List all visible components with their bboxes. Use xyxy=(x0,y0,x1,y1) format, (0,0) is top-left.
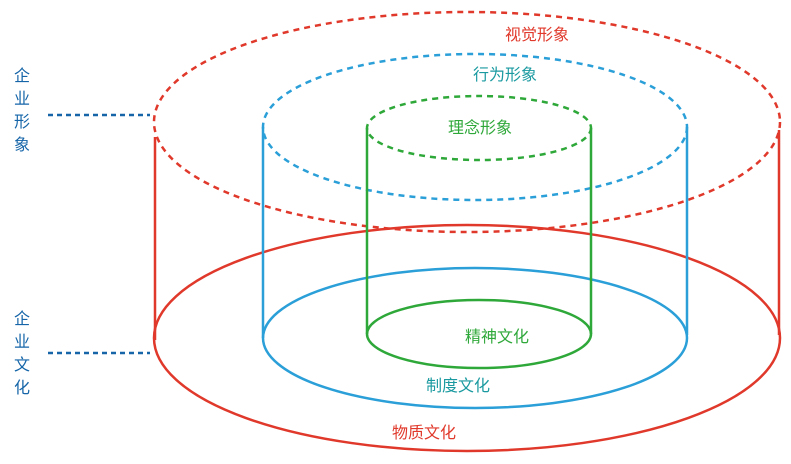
side-char: 化 xyxy=(14,378,30,397)
side-char: 业 xyxy=(14,89,30,108)
corporate-image-side-label: 企 业 形 象 xyxy=(14,66,30,154)
material-culture-label: 物质文化 xyxy=(392,423,456,442)
side-char: 企 xyxy=(14,66,30,85)
middle-cylinder xyxy=(261,52,689,410)
corporate-culture-side-label: 企 业 文 化 xyxy=(14,309,30,397)
concept-image-label: 理念形象 xyxy=(448,118,512,137)
visual-image-label: 视觉形象 xyxy=(505,25,569,44)
side-char: 业 xyxy=(14,332,30,351)
behavior-image-label: 行为形象 xyxy=(473,65,537,84)
side-char: 文 xyxy=(14,355,30,374)
institutional-culture-label: 制度文化 xyxy=(426,376,490,395)
side-char: 企 xyxy=(14,309,30,328)
outer-bottom-ellipse xyxy=(152,223,782,453)
inner-bottom-ellipse xyxy=(365,298,593,370)
outer-top-ellipse xyxy=(152,10,782,234)
side-char: 形 xyxy=(14,112,30,131)
spiritual-culture-label: 精神文化 xyxy=(465,327,529,346)
middle-bottom-ellipse xyxy=(261,266,689,410)
outer-cylinder xyxy=(152,10,782,453)
side-char: 象 xyxy=(14,135,30,154)
inner-cylinder xyxy=(365,94,593,370)
